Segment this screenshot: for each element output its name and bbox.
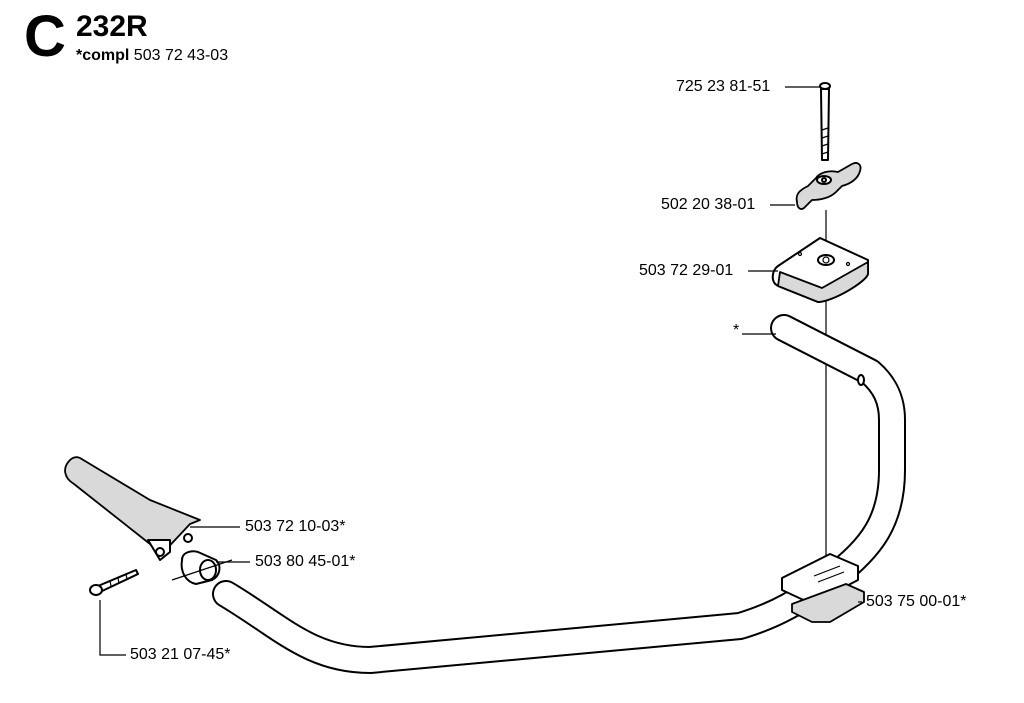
part-label-handle-bar: * bbox=[733, 322, 740, 339]
wing-knob-drawing bbox=[795, 162, 862, 210]
compl-number: 503 72 43-03 bbox=[133, 47, 229, 64]
part-label-wing-knob: 502 20 38-01 bbox=[661, 196, 756, 213]
model-title: 232R bbox=[76, 10, 148, 43]
part-label-bolt: 725 23 81-51 bbox=[676, 78, 771, 95]
part-label-bar-clamp: 503 80 45-01* bbox=[255, 553, 356, 570]
compl-prefix: *compl bbox=[76, 47, 130, 64]
bolt-drawing bbox=[819, 82, 831, 161]
part-label-mount-bracket: 503 75 00-01* bbox=[866, 593, 967, 610]
section-letter: C bbox=[24, 4, 66, 69]
bar-clamp-drawing bbox=[171, 550, 233, 585]
part-label-screw: 503 21 07-45* bbox=[130, 646, 231, 663]
compl-line: *compl 503 72 43-03 bbox=[76, 48, 228, 64]
screw-drawing bbox=[89, 569, 139, 596]
leader-screw bbox=[99, 600, 126, 656]
clamp-top-drawing bbox=[771, 237, 869, 303]
mount-bracket-drawing bbox=[781, 553, 865, 623]
part-label-clamp-top: 503 72 29-01 bbox=[639, 262, 734, 279]
handle-grip-drawing bbox=[64, 456, 201, 561]
part-label-handle-grip: 503 72 10-03* bbox=[245, 518, 346, 535]
